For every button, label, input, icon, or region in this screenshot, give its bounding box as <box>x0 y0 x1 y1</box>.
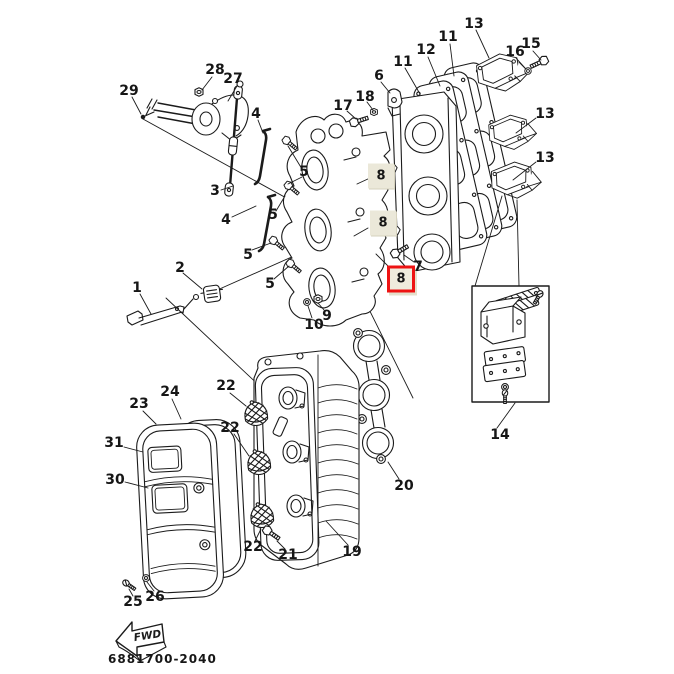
part-label-17: 17 <box>333 98 353 114</box>
part-hotspot-8-highlight[interactable]: 8 <box>368 163 394 189</box>
part-label-22: 22 <box>216 378 236 394</box>
part-label-28: 28 <box>205 62 225 78</box>
fwd-arrow-label: FWD <box>133 628 162 644</box>
part-hotspot-8-selected[interactable]: 8 <box>387 265 415 293</box>
part-label-20: 20 <box>394 478 414 494</box>
part-label-15: 15 <box>521 36 541 52</box>
part-label-9: 9 <box>322 308 332 324</box>
part-label-4: 4 <box>221 212 231 228</box>
part-label-19: 19 <box>342 544 362 560</box>
part-label-25: 25 <box>123 594 143 610</box>
part-label-11: 11 <box>438 29 458 45</box>
part-label-13: 13 <box>535 150 555 166</box>
part-label-29: 29 <box>119 83 139 99</box>
part-label-5: 5 <box>268 207 278 223</box>
diagram-part-code: 6881700-2040 <box>108 652 217 666</box>
part-hotspot-8-highlight[interactable]: 8 <box>370 210 396 236</box>
part-label-5: 5 <box>299 164 309 180</box>
part-label-24: 24 <box>160 384 180 400</box>
part-label-3: 3 <box>210 183 220 199</box>
part-label-31: 31 <box>104 435 124 451</box>
part-label-5: 5 <box>243 247 253 263</box>
part-label-22: 22 <box>220 420 240 436</box>
part-label-1: 1 <box>132 280 142 296</box>
part-label-16: 16 <box>505 44 525 60</box>
part-label-10: 10 <box>304 317 324 333</box>
part-label-7: 7 <box>413 259 423 275</box>
part-label-12: 12 <box>416 42 436 58</box>
part-label-23: 23 <box>129 396 149 412</box>
part-label-2: 2 <box>175 260 185 276</box>
part-label-13: 13 <box>535 106 555 122</box>
part-label-30: 30 <box>105 472 125 488</box>
part-label-27: 27 <box>223 71 243 87</box>
part-label-5: 5 <box>265 276 275 292</box>
part-label-4: 4 <box>251 106 261 122</box>
part-label-22: 22 <box>243 539 263 555</box>
part-label-13: 13 <box>464 16 484 32</box>
part-label-14: 14 <box>490 427 510 443</box>
part-label-6: 6 <box>374 68 384 84</box>
part-label-18: 18 <box>355 89 375 105</box>
part-label-21: 21 <box>278 547 298 563</box>
part-label-11: 11 <box>393 54 413 70</box>
part-label-26: 26 <box>145 589 165 605</box>
